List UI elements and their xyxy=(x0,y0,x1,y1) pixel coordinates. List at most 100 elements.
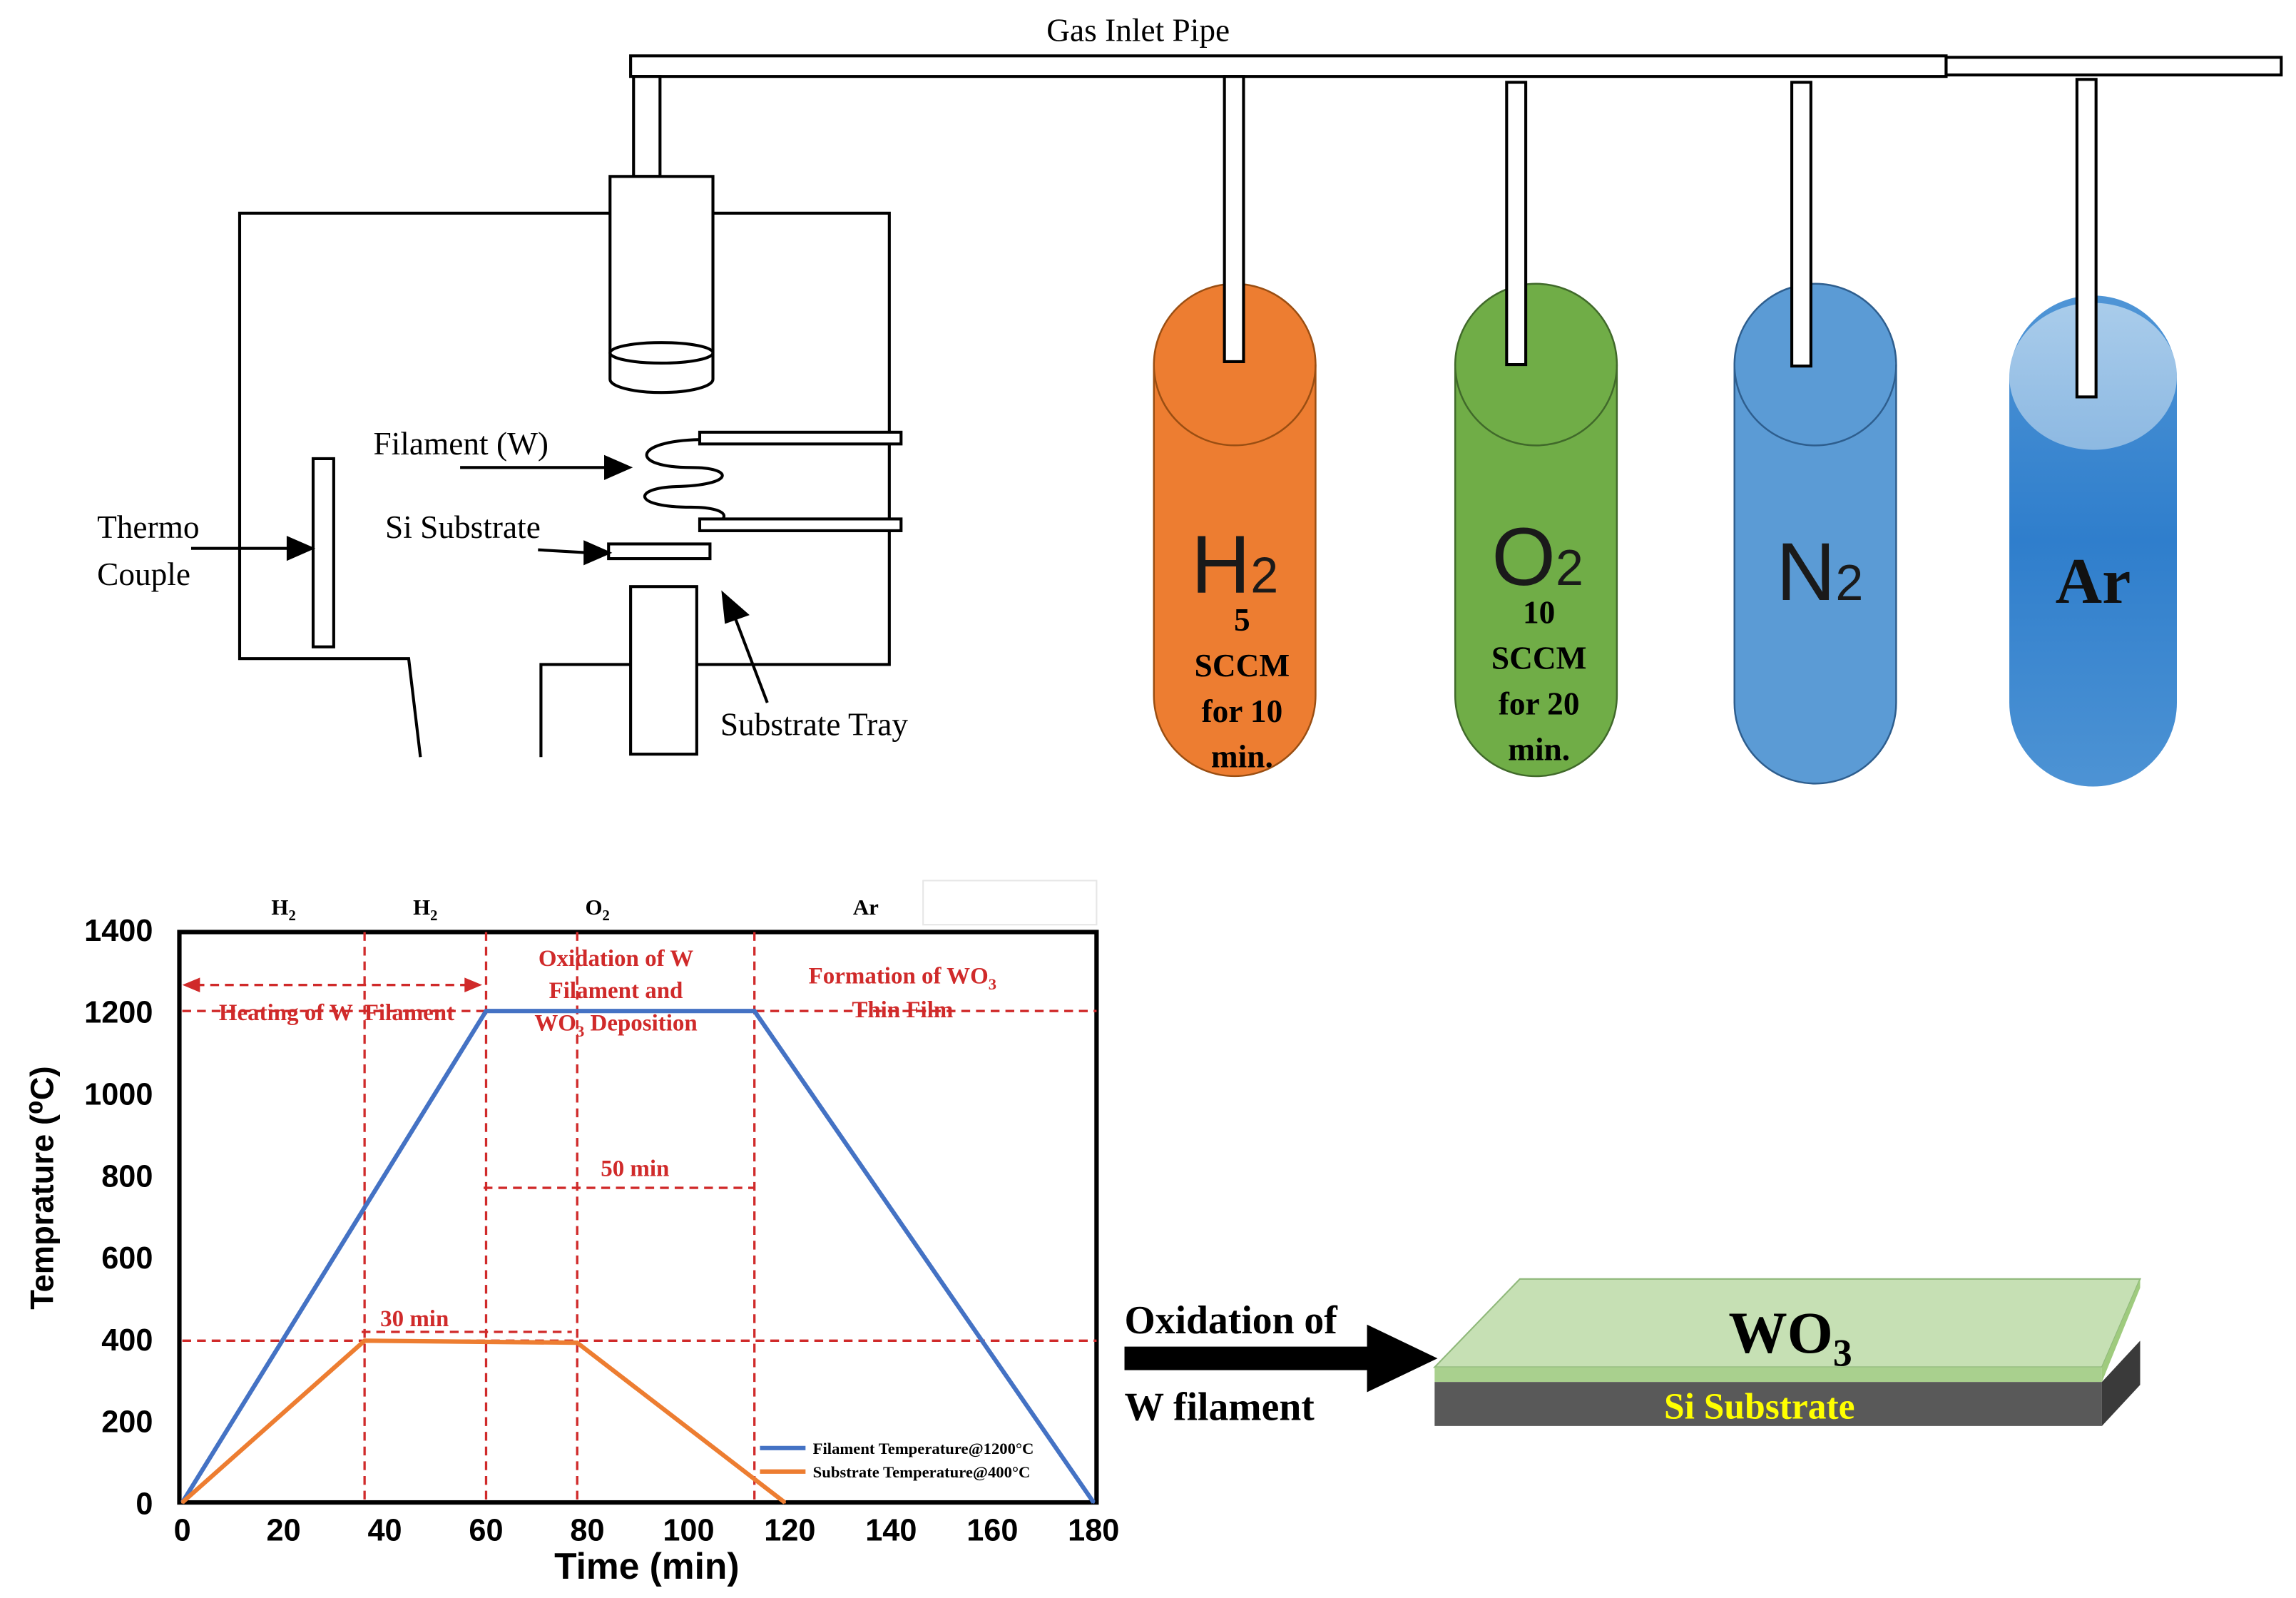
annotation-oxidation-line1: Oxidation of W xyxy=(539,946,693,972)
annotation-oxidation-line3b: Deposition xyxy=(584,1011,697,1037)
cylinder-o2-line3: for 20 xyxy=(1499,686,1580,722)
svg-text:O2: O2 xyxy=(1491,512,1583,603)
cylinder-h2-line4: min. xyxy=(1211,739,1273,775)
gas-inlet-pipe-extension xyxy=(1944,56,2283,77)
svg-text:N2: N2 xyxy=(1776,526,1863,618)
chart-plot-frame xyxy=(177,930,1099,1505)
cylinder-h2-line2: SCCM xyxy=(1195,648,1290,683)
apparatus-labels: Gas Inlet Pipe Filament (W) Si Substrate… xyxy=(97,13,1230,743)
cylinder-h2-subscript: 2 xyxy=(1250,547,1278,603)
svg-text:WO3 Deposition: WO3 Deposition xyxy=(534,1011,697,1040)
cylinder-n2-formula: N xyxy=(1776,526,1835,618)
chart-legend: Filament Temperature@1200°C Substrate Te… xyxy=(760,1440,1034,1482)
phase-header-1: H2 xyxy=(413,895,437,924)
cylinder-n2: N2 xyxy=(1733,81,1897,785)
wo3-subscript: 3 xyxy=(1833,1331,1852,1374)
x-tick-label: 140 xyxy=(865,1514,917,1548)
y-tick-label: 1400 xyxy=(84,914,153,948)
cylinder-h2-formula: H xyxy=(1191,519,1250,610)
series-1-point-1 xyxy=(363,1339,366,1342)
electrode-bottom xyxy=(698,517,903,532)
cylinder-o2: O2 10 SCCM for 20 min. xyxy=(1454,81,1618,778)
si-substrate-plate xyxy=(607,542,712,561)
y-tick-label: 0 xyxy=(136,1487,153,1522)
header-blank-box xyxy=(922,880,1098,926)
substrate-tray xyxy=(629,585,698,756)
x-tick-label: 60 xyxy=(469,1514,503,1548)
si-substrate-label: Si Substrate xyxy=(385,509,541,545)
series-1-point-0 xyxy=(180,1501,184,1504)
series-0-point-2 xyxy=(753,1009,756,1012)
cylinder-o2-pipe xyxy=(1505,81,1528,367)
showerhead xyxy=(608,175,715,395)
y-tick-label: 200 xyxy=(101,1405,153,1440)
svg-text:H2: H2 xyxy=(1191,519,1278,610)
legend-filament-label: Filament Temperature@1200°C xyxy=(813,1440,1034,1458)
apparatus-arrows xyxy=(190,454,769,703)
annotation-50min: 50 min xyxy=(601,1156,669,1182)
gas-inlet-pipe xyxy=(629,54,1948,78)
heating-arrow xyxy=(182,977,482,992)
series-line-0 xyxy=(180,1009,1096,1504)
series-0-point-1 xyxy=(484,1009,488,1012)
apparatus xyxy=(238,54,2283,758)
x-tick-label: 40 xyxy=(367,1514,402,1548)
cylinder-n2-pipe xyxy=(1790,81,1812,368)
cylinder-o2-line1: 10 xyxy=(1523,595,1555,631)
duration-brackets xyxy=(362,1186,755,1333)
series-line-1 xyxy=(180,1338,787,1505)
filament-coil xyxy=(643,438,726,528)
cylinder-h2: H2 5 SCCM for 10 min. xyxy=(1153,75,1317,778)
phase-header-3: Ar xyxy=(853,895,879,920)
oxidation-arrow xyxy=(1124,1324,1438,1393)
gas-inlet-pipe-label: Gas Inlet Pipe xyxy=(1046,13,1230,49)
wo3-label: WO xyxy=(1728,1301,1833,1365)
wo3-film-edge xyxy=(2101,1278,2141,1383)
cylinder-h2-pipe xyxy=(1223,75,1245,363)
y-tick-label: 1200 xyxy=(84,996,153,1030)
cylinder-o2-line4: min. xyxy=(1508,731,1570,767)
annotation-oxidation-line2: Filament and xyxy=(549,978,683,1004)
thermocouple-label-line1: Thermo xyxy=(97,509,199,545)
x-axis-title: Time (min) xyxy=(554,1545,739,1587)
si-substrate-side xyxy=(1434,1382,2102,1426)
annotation-formation-line1a: Formation of WO xyxy=(809,964,989,989)
result-section: Oxidation of W filament WO3 Si Substrate xyxy=(1124,1278,2142,1430)
oxidation-arrow-label-line2: W filament xyxy=(1125,1385,1315,1430)
annotation-oxidation-line3a: WO xyxy=(534,1011,576,1037)
series-0-point-3 xyxy=(1092,1501,1095,1504)
electrode-top xyxy=(698,430,903,446)
substrate-tray-label: Substrate Tray xyxy=(720,706,909,742)
x-tick-label: 80 xyxy=(570,1514,604,1548)
cylinder-ar: Ar xyxy=(2009,78,2178,787)
si-substrate-block-label: Si Substrate xyxy=(1664,1387,1855,1427)
x-tick-label: 120 xyxy=(764,1514,815,1548)
cylinder-o2-subscript: 2 xyxy=(1556,540,1583,596)
oxidation-arrow-label-line1: Oxidation of xyxy=(1125,1298,1339,1343)
phase-header-0: H2 xyxy=(271,895,295,924)
chart-phase-headers: H2 H2 O2 Ar xyxy=(271,895,879,924)
wo3-film-front xyxy=(1434,1367,2102,1383)
si-substrate-edge xyxy=(2101,1340,2141,1426)
y-tick-label: 800 xyxy=(101,1159,153,1194)
cylinder-ar-pipe xyxy=(2075,78,2098,399)
inlet-riser xyxy=(632,75,662,178)
chamber-left-wall xyxy=(238,211,611,758)
x-tick-label: 20 xyxy=(267,1514,301,1548)
chart-series xyxy=(180,1009,1096,1505)
y-tick-label: 1000 xyxy=(84,1077,153,1111)
x-tick-label: 0 xyxy=(174,1514,191,1548)
series-1-point-2 xyxy=(576,1341,578,1344)
phase-header-2: O2 xyxy=(585,895,609,924)
annotation-formation-line2: Thin Film xyxy=(852,997,953,1023)
y-axis-title: Temprature (⁰C) xyxy=(24,1066,60,1309)
cylinder-o2-formula: O xyxy=(1491,512,1556,603)
x-tick-label: 180 xyxy=(1068,1514,1119,1548)
y-tick-label: 400 xyxy=(101,1323,153,1358)
svg-text:WO3: WO3 xyxy=(1728,1301,1852,1375)
annotation-heating: Heating of W Filament xyxy=(219,1000,454,1026)
thermocouple-label-line2: Couple xyxy=(97,556,190,592)
